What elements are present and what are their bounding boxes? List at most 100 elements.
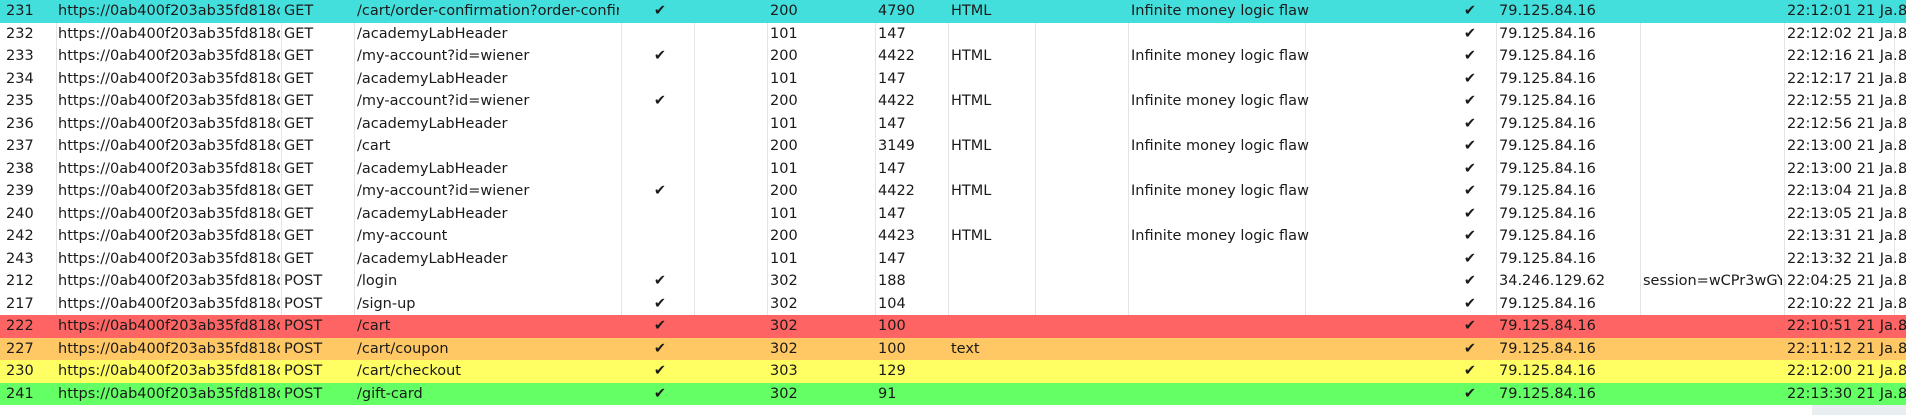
table-row[interactable]: 243https://0ab400f203ab35fd818cb...GET/a…: [0, 248, 1906, 271]
listener-port-cell: 8: [1898, 183, 1906, 199]
listener-port-cell: 8: [1898, 385, 1906, 402]
status-cell: 200: [770, 138, 798, 154]
cookies-cell: [1643, 0, 1782, 23]
table-row[interactable]: 242https://0ab400f203ab35fd818cb...GET/m…: [0, 225, 1906, 248]
column-divider: [1305, 0, 1306, 414]
length-cell: 147: [878, 160, 906, 177]
url-cell: /academyLabHeader: [357, 70, 508, 87]
table-row[interactable]: 227https://0ab400f203ab35fd818cb...POST/…: [0, 337, 1906, 361]
row-number: 217: [6, 295, 34, 312]
row-number: 238: [6, 160, 34, 177]
table-row[interactable]: 212https://0ab400f203ab35fd818cb...POST/…: [0, 270, 1906, 293]
cookies-cell: [1643, 135, 1782, 158]
page-title-cell: [1131, 338, 1361, 361]
method-cell: POST: [284, 295, 323, 312]
page-title-cell: Infinite money logic flaw: [1131, 48, 1309, 64]
ip-address-cell: 79.125.84.16: [1499, 295, 1596, 312]
time-cell: 22:13:30 21 Ja...: [1787, 385, 1901, 402]
ip-address-cell: 79.125.84.16: [1499, 228, 1596, 244]
host-cell: https://0ab400f203ab35fd818cb...: [58, 318, 280, 334]
params-checkmark-icon: [650, 23, 670, 46]
length-cell: 147: [878, 70, 906, 87]
table-row[interactable]: 234https://0ab400f203ab35fd818cb...GET/a…: [0, 68, 1906, 91]
row-number: 236: [6, 115, 34, 132]
tls-checkmark-icon: ✔: [1463, 3, 1477, 19]
table-row[interactable]: 233https://0ab400f203ab35fd818cb...GET/m…: [0, 45, 1906, 68]
params-checkmark-icon: [650, 203, 670, 226]
table-row[interactable]: 235https://0ab400f203ab35fd818cb...GET/m…: [0, 90, 1906, 113]
mime-type-cell: HTML: [951, 138, 992, 154]
time-cell: 22:12:02 21 Ja...: [1787, 25, 1901, 42]
table-row[interactable]: 231https://0ab400f203ab35fd818cb...GET/c…: [0, 0, 1906, 23]
host-cell: https://0ab400f203ab35fd818cb...: [58, 25, 280, 42]
method-cell: GET: [284, 138, 314, 154]
table-row[interactable]: 237https://0ab400f203ab35fd818cb...GET/c…: [0, 135, 1906, 158]
table-row[interactable]: 240https://0ab400f203ab35fd818cb...GET/a…: [0, 203, 1906, 226]
status-cell: 101: [770, 115, 798, 132]
time-cell: 22:10:22 21 Ja...: [1787, 295, 1901, 312]
table-row[interactable]: 236https://0ab400f203ab35fd818cb...GET/a…: [0, 113, 1906, 136]
ip-address-cell: 79.125.84.16: [1499, 205, 1596, 222]
method-cell: POST: [284, 318, 323, 334]
horizontal-scrollbar[interactable]: [1812, 405, 1906, 415]
mime-type-cell: HTML: [951, 228, 992, 244]
table-row[interactable]: 217https://0ab400f203ab35fd818cb...POST/…: [0, 293, 1906, 316]
column-divider: [767, 0, 768, 414]
time-cell: 22:12:55 21 Ja...: [1787, 93, 1901, 109]
row-number: 234: [6, 70, 34, 87]
ip-address-cell: 79.125.84.16: [1499, 340, 1596, 357]
tls-checkmark-icon: ✔: [1463, 93, 1477, 109]
params-checkmark-icon: [650, 113, 670, 136]
table-row[interactable]: 230https://0ab400f203ab35fd818cb...POST/…: [0, 360, 1906, 383]
row-number: 231: [6, 3, 34, 19]
cookies-cell: [1643, 90, 1782, 113]
params-checkmark-icon: [650, 225, 670, 248]
page-title-cell: Infinite money logic flaw: [1131, 183, 1309, 199]
tls-checkmark-icon: ✔: [1463, 273, 1477, 289]
table-row[interactable]: 238https://0ab400f203ab35fd818cb...GET/a…: [0, 158, 1906, 181]
tls-checkmark-icon: ✔: [1463, 160, 1477, 177]
method-cell: POST: [284, 340, 323, 357]
table-footer-area: [0, 405, 1906, 415]
table-row[interactable]: 232https://0ab400f203ab35fd818cb...GET/a…: [0, 23, 1906, 46]
row-number: 232: [6, 25, 34, 42]
url-cell: /cart: [357, 138, 391, 154]
page-title-cell: [1131, 203, 1361, 226]
mime-type-cell: [951, 383, 1051, 406]
listener-port-cell: 8: [1898, 340, 1906, 357]
method-cell: GET: [284, 25, 314, 42]
time-cell: 22:13:00 21 Ja...: [1787, 160, 1901, 177]
url-cell: /academyLabHeader: [357, 160, 508, 177]
status-cell: 200: [770, 48, 798, 64]
page-title-cell: [1131, 315, 1361, 338]
ip-address-cell: 34.246.129.62: [1499, 273, 1606, 289]
tls-checkmark-icon: ✔: [1463, 385, 1477, 402]
status-cell: 101: [770, 160, 798, 177]
method-cell: GET: [284, 3, 314, 19]
table-row[interactable]: 241https://0ab400f203ab35fd818cb...POST/…: [0, 382, 1906, 406]
page-title-cell: [1131, 293, 1361, 316]
length-cell: 188: [878, 273, 906, 289]
status-cell: 302: [770, 340, 798, 357]
method-cell: GET: [284, 48, 314, 64]
time-cell: 22:12:01 21 Ja...: [1787, 3, 1901, 19]
page-title-cell: Infinite money logic flaw: [1131, 138, 1309, 154]
row-number: 242: [6, 228, 34, 244]
params-checkmark-icon: ✔: [653, 318, 667, 334]
column-divider: [621, 0, 622, 414]
cookies-cell: [1643, 203, 1782, 226]
tls-checkmark-icon: ✔: [1463, 115, 1477, 132]
row-number: 239: [6, 183, 34, 199]
column-divider: [694, 0, 695, 414]
page-title-cell: Infinite money logic flaw: [1131, 93, 1309, 109]
method-cell: GET: [284, 250, 314, 267]
host-cell: https://0ab400f203ab35fd818cb...: [58, 3, 280, 19]
page-title-cell: [1131, 23, 1361, 46]
column-divider: [1894, 0, 1895, 414]
status-cell: 200: [770, 183, 798, 199]
table-row[interactable]: 222https://0ab400f203ab35fd818cb...POST/…: [0, 315, 1906, 338]
method-cell: GET: [284, 228, 314, 244]
cookies-cell: [1643, 360, 1782, 383]
table-row[interactable]: 239https://0ab400f203ab35fd818cb...GET/m…: [0, 180, 1906, 203]
listener-port-cell: 8: [1898, 70, 1906, 87]
